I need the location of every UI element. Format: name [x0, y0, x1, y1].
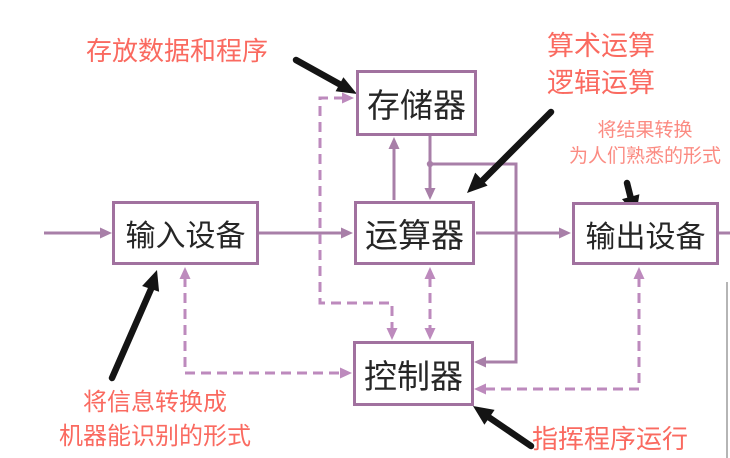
black-arrowhead-to-input — [142, 270, 160, 292]
black-arrow-alu-note-shaft — [479, 108, 555, 184]
output-annotation-line1: 将结果转换 — [597, 119, 693, 141]
arrowhead-dash-into-control-left — [340, 367, 352, 379]
output-device-box: 输出设备 — [572, 202, 719, 265]
black-arrow-input-note-shaft — [108, 285, 155, 382]
dash-input-to-control — [183, 277, 342, 375]
memory-annotation: 存放数据和程序 — [86, 37, 269, 67]
line-memory-to-control — [430, 162, 518, 364]
black-arrowhead-to-memory — [335, 77, 357, 94]
dash-output-to-control — [484, 277, 641, 391]
input-device-box: 输入设备 — [112, 201, 259, 265]
black-arrowhead-to-control — [473, 406, 495, 425]
alu-annotation-line2: 逻辑运算 — [547, 68, 655, 99]
alu-box: 运算器 — [354, 201, 475, 265]
output-annotation-line2: 为人们熟悉的形式 — [568, 145, 721, 167]
control-annotation: 指挥程序运行 — [532, 425, 689, 455]
arrowhead-dash-into-control-top-left — [386, 328, 398, 340]
arrowhead-dash-into-alu-bottom — [424, 267, 436, 279]
arrowhead-dash-into-output-bottom — [633, 267, 645, 279]
arrowhead-dash-into-memory-left — [342, 92, 354, 104]
black-arrow-memory-note-shaft — [292, 56, 345, 89]
input-annotation-line1: 将信息转换成 — [83, 388, 227, 416]
arrowhead-dash-into-control-top-right — [424, 328, 436, 340]
dash-control-to-memory — [318, 96, 394, 330]
black-arrow-control-note-shaft — [483, 412, 535, 450]
arrowhead-dash-into-control-right — [474, 383, 486, 395]
input-annotation: 将信息转换成 机器能识别的形式 — [46, 385, 264, 453]
junction-dot — [426, 160, 434, 168]
arrowhead-into-memory-bottom — [388, 137, 400, 149]
black-arrow-output-note-shaft — [623, 179, 635, 203]
alu-annotation: 算术运算 逻辑运算 — [547, 28, 655, 102]
arrowhead-into-control-right-solid — [474, 356, 486, 368]
input-annotation-line2: 机器能识别的形式 — [59, 422, 251, 450]
alu-annotation-line1: 算术运算 — [547, 31, 655, 62]
arrowhead-into-output-left — [559, 227, 571, 239]
output-annotation: 将结果转换 为人们熟悉的形式 — [558, 117, 730, 169]
memory-box: 存储器 — [356, 70, 477, 136]
arrowhead-into-input — [100, 227, 112, 239]
control-unit-box: 控制器 — [353, 341, 474, 406]
arrowhead-into-alu-top — [424, 188, 436, 200]
arrowhead-dash-into-input-bottom — [179, 267, 191, 279]
arrowhead-into-alu-left — [341, 227, 353, 239]
black-arrowhead-to-alu — [467, 172, 488, 193]
